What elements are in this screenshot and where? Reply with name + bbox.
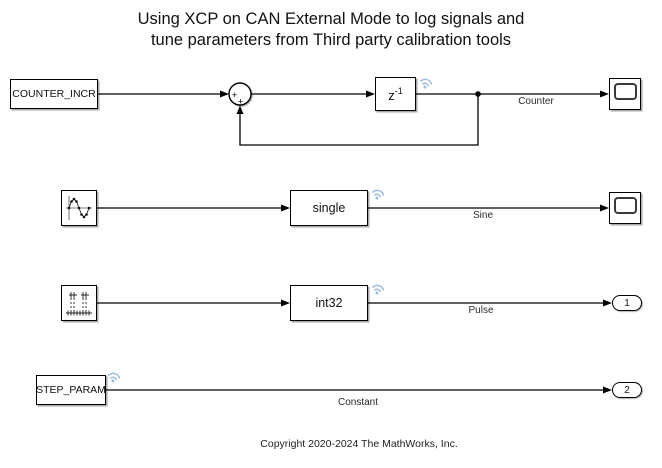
scope-block-sine[interactable]: [609, 192, 641, 224]
wire-sum-to-unitdelay[interactable]: [251, 90, 375, 98]
unit-delay-label: z-1: [388, 85, 403, 103]
arrowhead-icon[interactable]: [600, 90, 609, 98]
sum-sign-left: +: [232, 90, 238, 101]
wire-unitdelay-to-scope[interactable]: [416, 90, 609, 98]
wire-stepparam-to-outport2[interactable]: [106, 386, 612, 394]
constant-block-counter-incr-label: COUNTER_INCR: [12, 88, 96, 100]
wire-single-to-scope[interactable]: [368, 204, 609, 212]
signal-label-constant: Constant: [337, 397, 379, 408]
wire-counterincr-to-sum[interactable]: [98, 90, 229, 98]
model-title: Using XCP on CAN External Mode to log si…: [0, 9, 662, 50]
copyright-annotation: Copyright 2020-2024 The MathWorks, Inc.: [260, 438, 458, 450]
signal-label-pulse: Pulse: [468, 305, 494, 316]
outport-1[interactable]: 1: [612, 295, 642, 311]
data-type-conversion-single-label: single: [312, 201, 346, 215]
wire-sine-to-single[interactable]: [97, 204, 290, 212]
sum-block[interactable]: + +: [228, 82, 252, 108]
wire-pulse-to-int32[interactable]: [97, 299, 290, 307]
constant-block-step-param-label: STEP_PARAM: [36, 384, 106, 396]
wire-segment[interactable]: [239, 94, 479, 146]
wireless-logging-badge-icon: [420, 78, 433, 89]
unit-delay-block[interactable]: z-1: [375, 77, 416, 111]
arrowhead-icon[interactable]: [600, 204, 609, 212]
pulse-generator-icon: [66, 292, 92, 316]
constant-block-counter-incr[interactable]: COUNTER_INCR: [10, 79, 98, 109]
arrowhead-icon[interactable]: [603, 299, 612, 307]
wire-int32-to-outport1[interactable]: [368, 299, 612, 307]
constant-block-step-param[interactable]: STEP_PARAM: [36, 375, 106, 405]
scope-block-counter[interactable]: [609, 78, 641, 110]
arrowhead-icon[interactable]: [220, 90, 229, 98]
wire-feedback-to-sum[interactable]: [236, 94, 479, 146]
model-title-line2: tune parameters from Third party calibra…: [150, 30, 512, 49]
data-type-conversion-int32-block[interactable]: int32: [290, 285, 368, 321]
sine-wave-icon: [66, 196, 92, 220]
wireless-logging-badge-icon: [108, 372, 121, 383]
signal-label-counter: Counter: [518, 96, 554, 107]
sum-sign-bottom: +: [238, 97, 244, 108]
sine-wave-source-block[interactable]: [61, 190, 97, 226]
data-type-conversion-int32-label: int32: [315, 296, 343, 310]
wireless-logging-badge-icon: [372, 189, 385, 200]
arrowhead-icon[interactable]: [236, 105, 244, 115]
wireless-logging-badge-icon: [372, 284, 385, 295]
arrowhead-icon[interactable]: [603, 386, 612, 394]
arrowhead-icon[interactable]: [366, 90, 375, 98]
pulse-generator-source-block[interactable]: [61, 285, 97, 321]
outport-1-label: 1: [624, 297, 630, 309]
arrowhead-icon[interactable]: [281, 299, 290, 307]
outport-2-label: 2: [624, 384, 630, 396]
signal-label-sine: Sine: [472, 210, 494, 221]
outport-2[interactable]: 2: [612, 382, 642, 398]
arrowhead-icon[interactable]: [281, 204, 290, 212]
model-title-line1: Using XCP on CAN External Mode to log si…: [137, 10, 525, 28]
data-type-conversion-single-block[interactable]: single: [290, 190, 368, 226]
scope-display-icon: [614, 83, 637, 100]
scope-display-icon: [614, 197, 637, 214]
